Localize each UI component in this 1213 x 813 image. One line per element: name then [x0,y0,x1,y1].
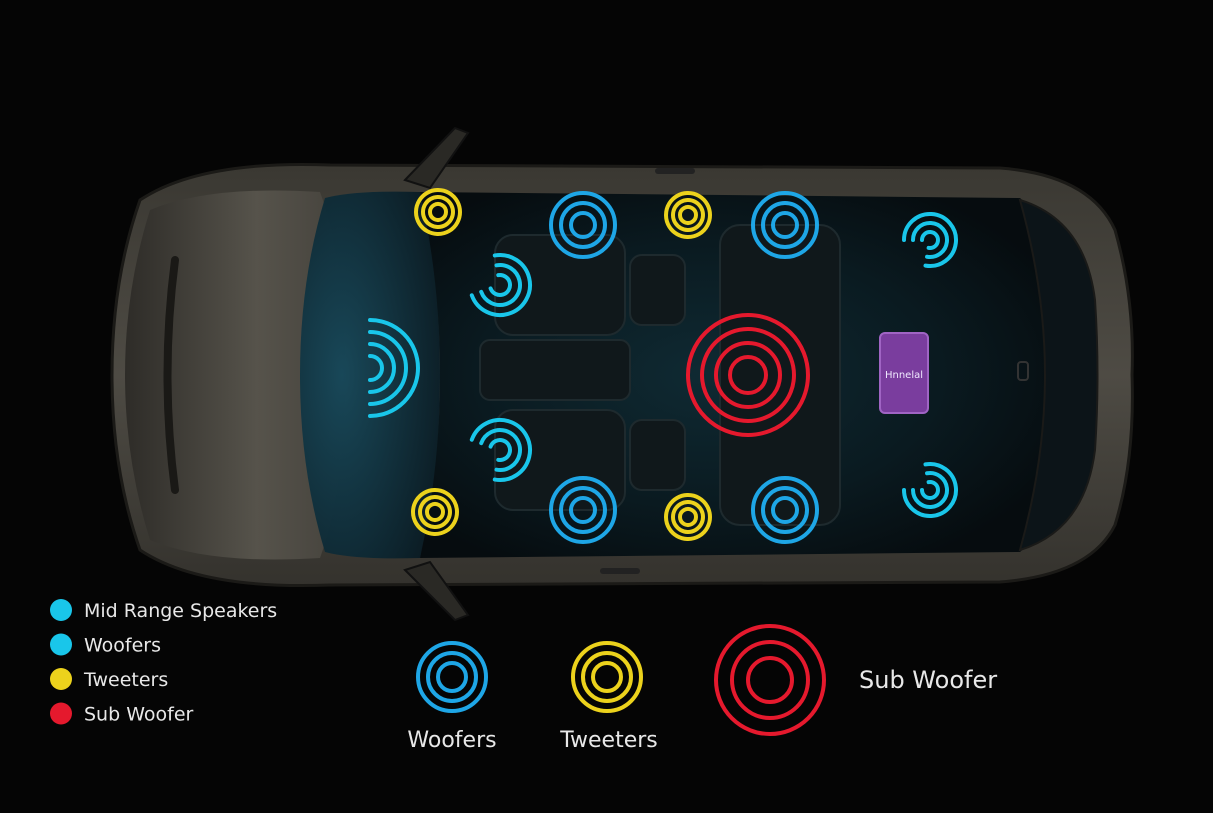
legend-swatch [50,633,72,656]
speaker-key [416,624,826,736]
legend-label: Tweeters [83,669,168,691]
speaker-layout [368,187,958,544]
legend-item: Tweeters [50,668,168,691]
tweeter-speaker [411,487,459,536]
key-woofers-label: Woofers [407,728,496,753]
legend-label: Sub Woofer [84,704,194,726]
mid-range-speaker [469,418,532,482]
door-handle-bottom [600,568,640,574]
car-hood [125,190,345,560]
mid-range-speaker [902,462,958,518]
amplifier-box-icon [879,332,929,414]
tweeter-speaker [414,187,462,236]
sub-woofer-speaker [686,313,810,437]
key-tweeters-label: Tweeters [559,728,658,753]
mid-range-speaker [368,318,420,418]
tweeter-speaker [664,492,712,541]
legend-label: Woofers [84,635,161,657]
legend-swatch [50,702,72,725]
key-sub-woofer-symbol [714,624,826,736]
windshield [300,191,440,559]
amplifier-box: Hnnelal [879,332,929,414]
rear-trunk-latch [1017,361,1029,381]
key-woofer-symbol [416,641,488,713]
tweeter-speaker [664,190,712,239]
legend-item: Sub Woofer [50,702,194,726]
amplifier-label: Hnnelal [885,370,923,381]
woofer-speaker [751,476,819,544]
woofer-speaker [549,191,617,259]
key-tweeter-symbol [571,641,643,713]
mirror-left [403,126,470,190]
mid-range-speaker [469,253,532,317]
woofer-speaker [549,476,617,544]
legend-label: Mid Range Speakers [84,600,277,622]
woofer-speaker [751,191,819,259]
legend-swatch [50,668,72,690]
mirror-right [403,560,470,622]
car-body [110,126,1134,622]
legend-swatch [50,599,72,621]
hood-vent [163,256,179,494]
mid-range-speaker [902,212,958,268]
legend-item: Woofers [50,633,161,657]
rear-window [1018,198,1099,552]
door-handle-top [655,168,695,174]
key-sub-woofer-label: Sub Woofer [859,666,997,694]
legend-item: Mid Range Speakers [50,599,277,622]
